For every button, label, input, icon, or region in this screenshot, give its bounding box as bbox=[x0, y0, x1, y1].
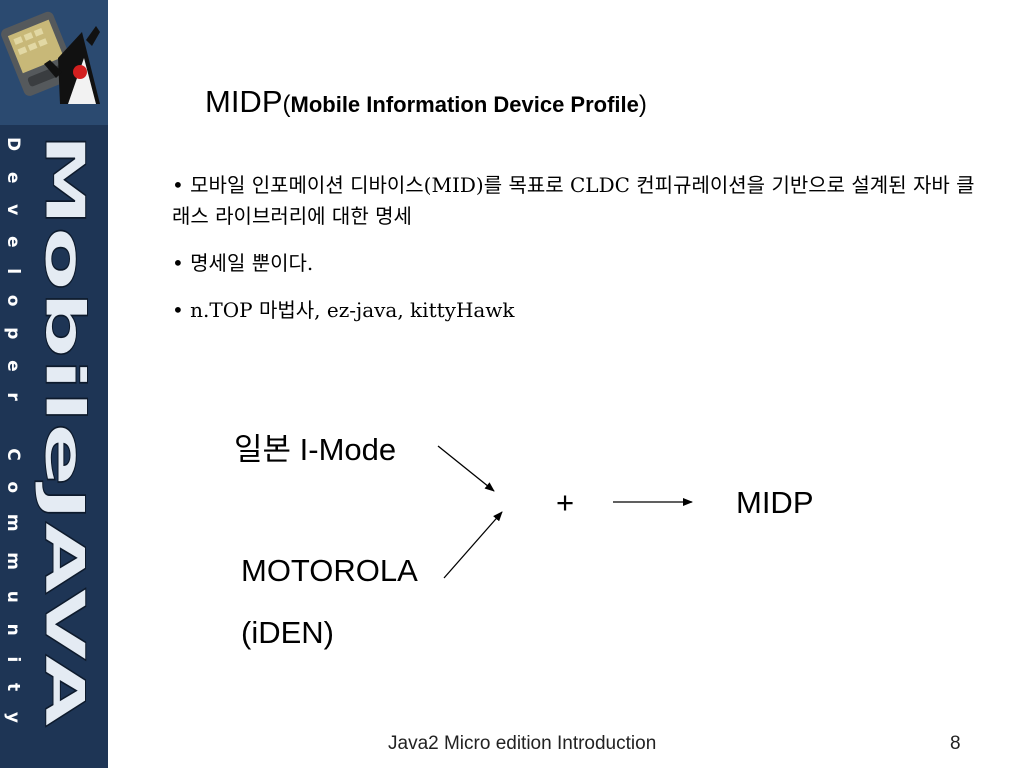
footer-page-number: 8 bbox=[950, 733, 961, 754]
title-close-paren: ) bbox=[638, 91, 647, 118]
duke-mascot-icon bbox=[44, 26, 100, 104]
bullet-item: • n.TOP 마법사, ez-java, kittyHawk bbox=[172, 295, 977, 326]
mobilejava-vertical-logo: MobileJAVA Developer Community bbox=[3, 133, 97, 728]
bullet-item: • 모바일 인포메이션 디바이스(MID)를 목표로 CLDC 컨피규레이션을 … bbox=[172, 170, 977, 232]
sidebar-banner: MobileJAVA Developer Community bbox=[0, 0, 108, 768]
bullet-item: • 명세일 뿐이다. bbox=[172, 248, 977, 279]
slide-title: MIDP(Mobile Information Device Profile) bbox=[205, 84, 647, 120]
title-open-paren: ( bbox=[282, 91, 291, 118]
arrow-motorola-to-plus bbox=[443, 511, 503, 579]
bullet-list: • 모바일 인포메이션 디바이스(MID)를 목표로 CLDC 컨피규레이션을 … bbox=[172, 170, 977, 342]
bullet-marker: • bbox=[172, 298, 184, 322]
footer-course-title: Java2 Micro edition Introduction bbox=[388, 733, 657, 754]
plus-sign: + bbox=[556, 485, 575, 520]
title-subtitle: Mobile Information Device Profile bbox=[290, 92, 639, 117]
bullet-marker: • bbox=[172, 173, 184, 197]
motorola-label: MOTOROLA bbox=[241, 553, 418, 588]
bullet-marker: • bbox=[172, 251, 184, 275]
bullet-text: 명세일 뿐이다. bbox=[190, 251, 314, 275]
bullet-text: n.TOP 마법사, ez-java, kittyHawk bbox=[190, 298, 515, 322]
logo-mobilejava-text: MobileJAVA bbox=[33, 133, 96, 727]
phone-and-duke-art bbox=[0, 0, 108, 125]
arrow-imode-to-plus bbox=[437, 445, 495, 492]
midp-label: MIDP bbox=[736, 485, 814, 520]
bullet-text: 모바일 인포메이션 디바이스(MID)를 목표로 CLDC 컨피규레이션을 기반… bbox=[172, 173, 975, 228]
imode-label: 일본 I-Mode bbox=[234, 432, 397, 467]
logo-developer-community-caption: Developer Community bbox=[3, 137, 23, 723]
iden-label: (iDEN) bbox=[241, 615, 334, 650]
title-main: MIDP bbox=[205, 84, 283, 119]
